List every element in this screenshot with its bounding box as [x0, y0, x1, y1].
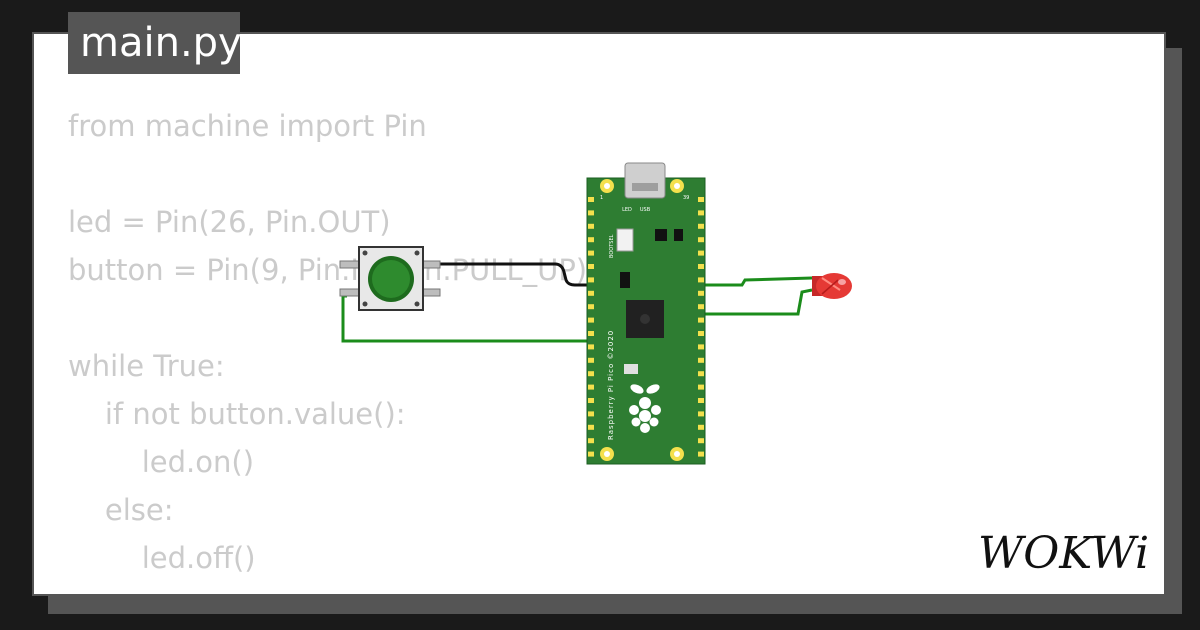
- red-led[interactable]: [812, 273, 852, 299]
- pin-pad: [698, 277, 704, 283]
- pin-pad: [588, 411, 594, 417]
- bootsel-silk-label: BOOTSEL: [609, 234, 615, 258]
- pin-pad: [588, 344, 594, 350]
- usb-silk-label: USB: [640, 207, 651, 213]
- pin-pad: [588, 210, 594, 216]
- pin-pad: [698, 223, 704, 229]
- pin-pad: [698, 424, 704, 430]
- led-silk-label: LED: [622, 207, 632, 213]
- pin-pad: [698, 371, 704, 377]
- pin-pad: [698, 344, 704, 350]
- pin-pad: [588, 438, 594, 444]
- pin-pad: [698, 250, 704, 256]
- code-block: from machine import Pin led = Pin(26, Pin…: [68, 102, 587, 582]
- board-name-label: Raspberry Pi Pico ©2020: [607, 330, 615, 440]
- pin-pad: [698, 398, 704, 403]
- pin-pad: [588, 250, 594, 256]
- raspberry-pi-icon: [629, 384, 661, 433]
- pin-pad: [588, 357, 594, 363]
- svg-text:WOKWi: WOKWi: [978, 528, 1149, 579]
- code-line: while True:: [68, 349, 225, 383]
- pin-pad: [698, 331, 704, 336]
- pin-pad: [698, 264, 704, 269]
- pushbutton[interactable]: [339, 246, 441, 311]
- code-line: if not button.value():: [68, 397, 406, 431]
- bootsel-button[interactable]: [616, 228, 634, 252]
- pin-pad: [698, 197, 704, 202]
- wire-led-anode[interactable]: [693, 276, 813, 287]
- pin-pad: [588, 197, 594, 202]
- pin-39-label: 39: [683, 195, 689, 201]
- pin-pad: [698, 304, 704, 310]
- right-pin-row: [698, 197, 704, 457]
- pin-pad: [588, 451, 594, 457]
- wokwi-logo: WOKWi: [978, 528, 1149, 579]
- pin-pad: [588, 223, 594, 229]
- code-line: else:: [68, 493, 174, 527]
- pin-pad: [588, 264, 594, 269]
- pico-board[interactable]: LED USB 1 39 BOOTSEL Raspberry Pi Pico ©…: [586, 162, 706, 465]
- pin-pad: [588, 371, 594, 377]
- pin-1-label: 1: [600, 195, 603, 201]
- pin-pad: [588, 384, 594, 390]
- pin-pad: [588, 317, 594, 323]
- pin-pad: [698, 317, 704, 323]
- pin-pad: [698, 210, 704, 216]
- pin-pad: [698, 451, 704, 457]
- pin-pad: [588, 398, 594, 403]
- pin-pad: [698, 411, 704, 417]
- pin-pad: [588, 237, 594, 243]
- code-line: led.on(): [68, 445, 255, 479]
- pin-pad: [698, 237, 704, 243]
- code-line: led = Pin(26, Pin.OUT): [68, 205, 391, 239]
- file-tab[interactable]: main.py: [68, 12, 242, 74]
- left-pin-row: [588, 197, 594, 457]
- code-line: led.off(): [68, 541, 256, 575]
- pin-pad: [588, 424, 594, 430]
- pin-pad: [698, 438, 704, 444]
- code-line: button = Pin(9, Pin.IN, Pin.PULL_UP): [68, 253, 588, 287]
- pin-pad: [588, 277, 594, 283]
- pin-pad: [588, 290, 594, 296]
- pin-pad: [698, 290, 704, 296]
- pin-pad: [588, 331, 594, 336]
- pin-pad: [698, 357, 704, 363]
- code-line: from machine import Pin: [68, 109, 427, 143]
- pin-pad: [698, 384, 704, 390]
- pin-pad: [588, 304, 594, 310]
- wire-black[interactable]: [432, 262, 598, 287]
- usb-connector: [624, 162, 666, 199]
- wire-led-cathode[interactable]: [693, 288, 813, 316]
